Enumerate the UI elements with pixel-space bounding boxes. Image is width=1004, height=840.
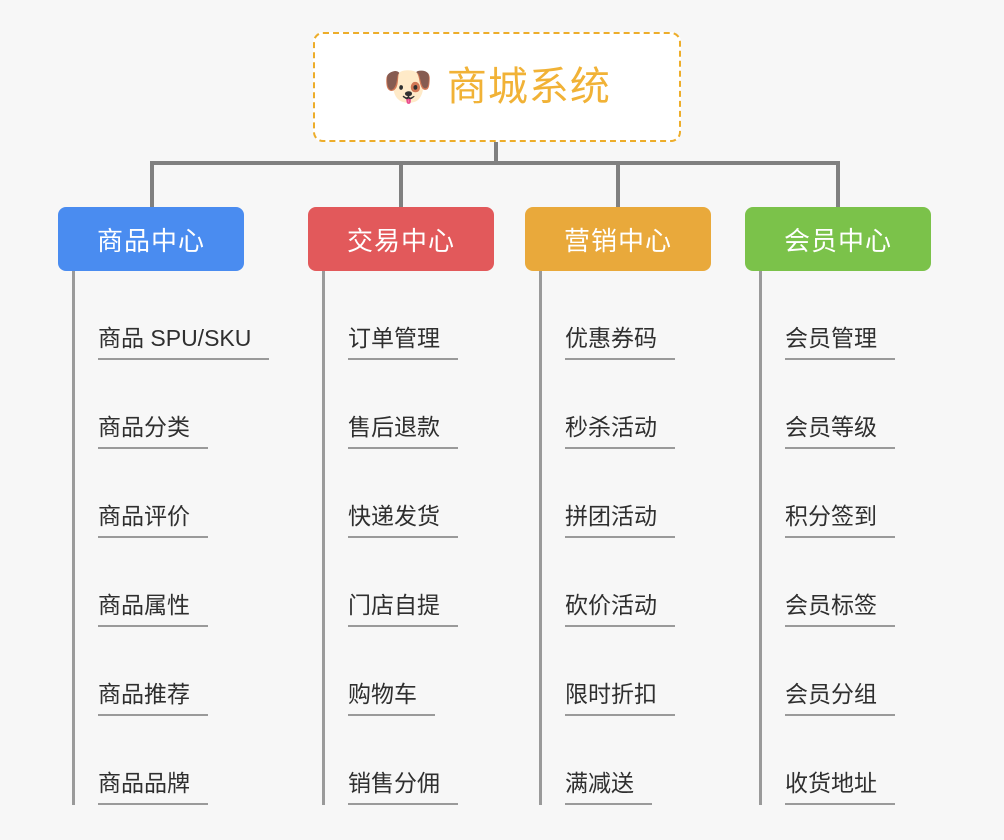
leaf-item[interactable]: 商品分类 bbox=[72, 360, 244, 449]
leaf-item[interactable]: 收货地址 bbox=[759, 716, 931, 805]
leaf-item[interactable]: 秒杀活动 bbox=[539, 360, 711, 449]
leaf-item[interactable]: 门店自提 bbox=[322, 538, 494, 627]
leaf-item[interactable]: 会员等级 bbox=[759, 360, 931, 449]
connector-drop-3 bbox=[616, 161, 620, 209]
leaf-item-label: 会员等级 bbox=[785, 414, 895, 449]
leaf-item-label: 砍价活动 bbox=[565, 592, 675, 627]
leaf-item-label: 门店自提 bbox=[348, 592, 458, 627]
connector-drop-4 bbox=[836, 161, 840, 209]
leaf-item-label: 限时折扣 bbox=[565, 681, 675, 716]
leaf-item-label: 满减送 bbox=[565, 770, 652, 805]
leaf-item[interactable]: 限时折扣 bbox=[539, 627, 711, 716]
connector-drop-2 bbox=[399, 161, 403, 209]
category-header-4[interactable]: 会员中心 bbox=[745, 207, 931, 271]
root-title: 商城系统 bbox=[446, 65, 611, 109]
leaf-item-label: 商品属性 bbox=[98, 592, 208, 627]
category-column-3: 营销中心优惠券码秒杀活动拼团活动砍价活动限时折扣满减送 bbox=[525, 207, 711, 805]
leaf-item[interactable]: 商品推荐 bbox=[72, 627, 244, 716]
connector-horizontal-bus bbox=[150, 161, 838, 165]
leaf-item-label: 优惠券码 bbox=[565, 325, 675, 360]
leaf-item-label: 秒杀活动 bbox=[565, 414, 675, 449]
leaf-item[interactable]: 销售分佣 bbox=[322, 716, 494, 805]
category-column-1: 商品中心商品 SPU/SKU 商品分类商品评价商品属性商品推荐商品品牌 bbox=[58, 207, 270, 805]
leaf-item[interactable]: 优惠券码 bbox=[539, 271, 711, 360]
leaf-item[interactable]: 满减送 bbox=[539, 716, 711, 805]
branch-3: 优惠券码秒杀活动拼团活动砍价活动限时折扣满减送 bbox=[539, 271, 711, 805]
leaf-item[interactable]: 会员管理 bbox=[759, 271, 931, 360]
leaf-item-label: 积分签到 bbox=[785, 503, 895, 538]
leaf-item[interactable]: 会员分组 bbox=[759, 627, 931, 716]
leaf-item[interactable]: 积分签到 bbox=[759, 449, 931, 538]
leaf-item[interactable]: 订单管理 bbox=[322, 271, 494, 360]
category-column-2: 交易中心订单管理售后退款快递发货门店自提购物车销售分佣 bbox=[308, 207, 494, 805]
dog-face-icon: 🐶 bbox=[383, 64, 433, 110]
branch-trunk-line bbox=[72, 271, 75, 805]
leaf-item-label: 会员标签 bbox=[785, 592, 895, 627]
leaf-item[interactable]: 购物车 bbox=[322, 627, 494, 716]
connector-root-stem bbox=[494, 142, 498, 163]
leaf-item-label: 商品分类 bbox=[98, 414, 208, 449]
category-column-4: 会员中心会员管理会员等级积分签到会员标签会员分组收货地址 bbox=[745, 207, 931, 805]
leaf-item[interactable]: 拼团活动 bbox=[539, 449, 711, 538]
leaf-item-label: 快递发货 bbox=[348, 503, 458, 538]
leaf-item-label: 拼团活动 bbox=[565, 503, 675, 538]
category-header-1[interactable]: 商品中心 bbox=[58, 207, 244, 271]
leaf-item[interactable]: 售后退款 bbox=[322, 360, 494, 449]
category-header-2[interactable]: 交易中心 bbox=[308, 207, 494, 271]
leaf-item[interactable]: 快递发货 bbox=[322, 449, 494, 538]
leaf-item-label: 订单管理 bbox=[348, 325, 458, 360]
leaf-item-label: 售后退款 bbox=[348, 414, 458, 449]
leaf-item-label: 购物车 bbox=[348, 681, 435, 716]
leaf-item-label: 商品 SPU/SKU bbox=[98, 325, 270, 360]
branch-trunk-line bbox=[322, 271, 325, 805]
leaf-item-label: 收货地址 bbox=[785, 770, 895, 805]
branch-2: 订单管理售后退款快递发货门店自提购物车销售分佣 bbox=[322, 271, 494, 805]
leaf-item[interactable]: 商品 SPU/SKU bbox=[72, 271, 270, 360]
leaf-item[interactable]: 会员标签 bbox=[759, 538, 931, 627]
branch-1: 商品 SPU/SKU 商品分类商品评价商品属性商品推荐商品品牌 bbox=[72, 271, 270, 805]
leaf-item-label: 商品评价 bbox=[98, 503, 208, 538]
leaf-item[interactable]: 商品评价 bbox=[72, 449, 244, 538]
connector-drop-1 bbox=[150, 161, 154, 209]
leaf-item[interactable]: 砍价活动 bbox=[539, 538, 711, 627]
branch-trunk-line bbox=[539, 271, 542, 805]
leaf-item-label: 销售分佣 bbox=[348, 770, 458, 805]
category-header-3[interactable]: 营销中心 bbox=[525, 207, 711, 271]
leaf-item-label: 会员分组 bbox=[785, 681, 895, 716]
leaf-item-label: 商品推荐 bbox=[98, 681, 208, 716]
leaf-item-label: 商品品牌 bbox=[98, 770, 208, 805]
leaf-item[interactable]: 商品品牌 bbox=[72, 716, 244, 805]
branch-trunk-line bbox=[759, 271, 762, 805]
root-node[interactable]: 🐶 商城系统 bbox=[313, 32, 681, 142]
leaf-item-label: 会员管理 bbox=[785, 325, 895, 360]
branch-4: 会员管理会员等级积分签到会员标签会员分组收货地址 bbox=[759, 271, 931, 805]
leaf-item[interactable]: 商品属性 bbox=[72, 538, 244, 627]
